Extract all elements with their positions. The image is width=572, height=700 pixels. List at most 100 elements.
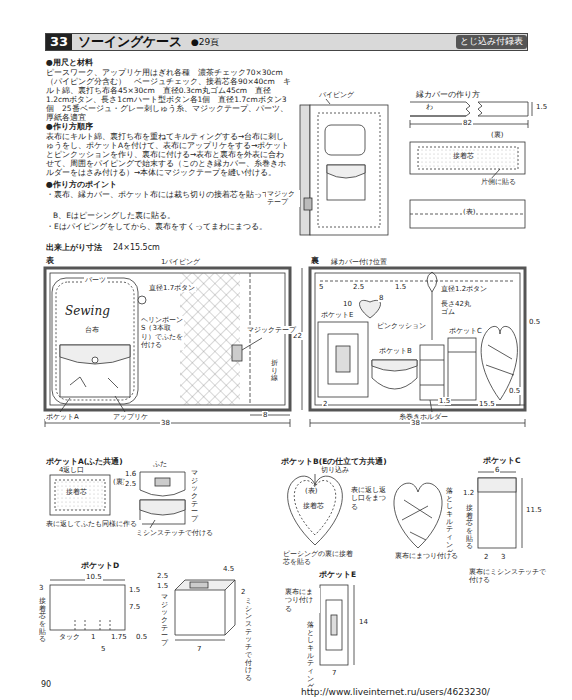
pocket-d-steps-stroke	[175, 580, 235, 590]
pocket-e-steps-stroke	[331, 615, 337, 635]
case-front-stroke	[242, 338, 262, 350]
watermark: http://www.liveinternet.ru/users/4623230…	[300, 687, 491, 698]
dimension-number: 8	[262, 411, 268, 419]
part-label: マジックテープ	[266, 190, 300, 207]
dimension-number: 1.2	[462, 489, 475, 497]
case-front-stroke	[60, 345, 130, 397]
part-label: 接着芯を貼る	[465, 505, 474, 551]
dimension-number: 38	[410, 419, 421, 427]
part-label: ポケットA(ふた共通)	[45, 457, 124, 466]
pocket-a-steps-stroke	[50, 475, 110, 515]
case-back-stroke	[310, 419, 311, 427]
pocket-a-steps-stroke	[155, 478, 170, 486]
case-front-stroke	[45, 268, 290, 410]
part-label: ポケットB	[378, 347, 413, 355]
page-ref: ●29頁	[191, 38, 219, 48]
dimension-number: 1.5	[394, 283, 407, 291]
part-label: マジックテープ	[160, 594, 169, 648]
dimension-number: 1.5	[128, 586, 141, 594]
dimension-number: 11.5	[525, 506, 543, 514]
cover-strip-stroke	[410, 142, 525, 174]
dimension-number: 2.5	[124, 480, 137, 488]
part-label: ポケットA	[45, 413, 80, 421]
part-label: 4返し口	[58, 466, 85, 474]
case-back-stroke	[328, 334, 358, 384]
dimension-number: 10.5	[85, 573, 103, 581]
part-label: ・Eはパイピングをしてから、裏布をすくってまわにまつる。	[45, 222, 297, 231]
supplement-tag: とじ込み付録表	[456, 35, 527, 49]
pocket-b-steps-stroke	[288, 476, 343, 545]
dimension-number: 2.5	[156, 572, 169, 580]
case-illustration	[300, 99, 388, 235]
case-back-stroke	[486, 345, 514, 375]
pocket-c-steps-stroke	[478, 478, 516, 548]
pocket-b-steps-stroke	[315, 474, 316, 486]
part-label: 表布にキルト綿、裏打ち布を重ねてキルティングする→台布に刺しゅうをし、ポケットA…	[45, 132, 292, 177]
part-label: 片側に貼る	[480, 178, 517, 186]
pocket-d-steps-stroke	[175, 580, 235, 635]
part-label: ピンクッション	[376, 322, 427, 330]
tag-text: 33	[50, 35, 68, 49]
part-label: 縁カバー付け位置	[330, 258, 388, 266]
part-label: 長さ42丸ゴム	[440, 300, 472, 317]
dimension-number: 10	[342, 300, 353, 308]
case-front	[45, 268, 290, 427]
pocket-e-steps	[320, 585, 354, 665]
part-label: ポケットD	[80, 561, 120, 570]
pocket-c-steps-stroke	[478, 478, 516, 492]
part-label: 台布	[84, 326, 100, 334]
dimension-number: 82	[462, 119, 473, 127]
pocket-c-steps-stroke	[522, 478, 523, 548]
title-text: ソーイングケース	[78, 35, 182, 49]
part-label: 出来上がり寸法	[45, 243, 103, 253]
part-label: 接着芯を貼る	[38, 598, 47, 644]
part-label: マジックテープ	[246, 326, 297, 334]
part-label: ポケットC	[448, 327, 483, 335]
dimension-number: 5	[100, 645, 106, 653]
case-back-stroke	[427, 272, 437, 340]
dimension-number: 5	[318, 283, 324, 291]
part-label: 表	[45, 256, 55, 266]
case-illustration-stroke	[318, 113, 380, 227]
part-label: わ	[425, 103, 434, 111]
part-label: 裏布にまつり付ける	[394, 552, 459, 560]
dimension-number: 2	[322, 400, 328, 408]
case-back-stroke	[320, 281, 515, 282]
part-label: 裏布にミシンステッチで付ける	[468, 568, 550, 585]
part-label: 落としキルティング	[445, 488, 454, 557]
case-back-stroke	[372, 360, 417, 389]
dimension-number: 1.6	[124, 470, 137, 478]
part-label: ふた	[152, 460, 168, 468]
dimension-number: 6	[494, 466, 500, 474]
case-front-stroke	[52, 278, 138, 404]
tag-text: とじ込み付録表	[460, 37, 523, 46]
part-label: ミシンステッチで付ける	[244, 598, 253, 683]
pocket-a-steps-stroke	[140, 500, 185, 515]
cover-strip-stroke	[418, 147, 518, 169]
case-illustration-stroke	[300, 105, 310, 235]
dimension-number: 15.5	[478, 400, 496, 408]
pattern-drawing-stroke	[45, 99, 532, 665]
case-back-stroke	[315, 273, 520, 405]
part-label: ピーシングの裏に接着芯を貼る	[282, 550, 356, 567]
case-front-stroke	[250, 415, 290, 416]
case-illustration-stroke	[304, 198, 312, 210]
case-front-stroke	[250, 273, 251, 405]
cover-strip-stroke	[528, 120, 529, 128]
case-front-stroke	[180, 273, 240, 405]
case-front-stroke	[290, 419, 291, 427]
case-back	[302, 268, 525, 427]
pocket-d-steps-stroke	[50, 585, 125, 630]
pocket-b-steps	[288, 474, 442, 548]
part-label: パイピング	[318, 91, 355, 99]
pocket-d-steps-stroke	[175, 640, 225, 641]
dimension-number: 0.5	[528, 318, 541, 326]
case-back-stroke	[420, 360, 444, 361]
part-label: 接着芯	[452, 152, 475, 160]
part-label: 接着芯	[302, 502, 325, 510]
part-label: ・裏布、縁カバー、ポケット布には裁ち切りの接着芯を貼っておく。	[45, 190, 297, 199]
case-back-stroke	[420, 385, 444, 386]
part-label: 直径1.7ボタン	[148, 284, 196, 292]
part-label: ミシンステッチで付ける	[135, 529, 214, 537]
part-label: 裏	[310, 256, 320, 266]
